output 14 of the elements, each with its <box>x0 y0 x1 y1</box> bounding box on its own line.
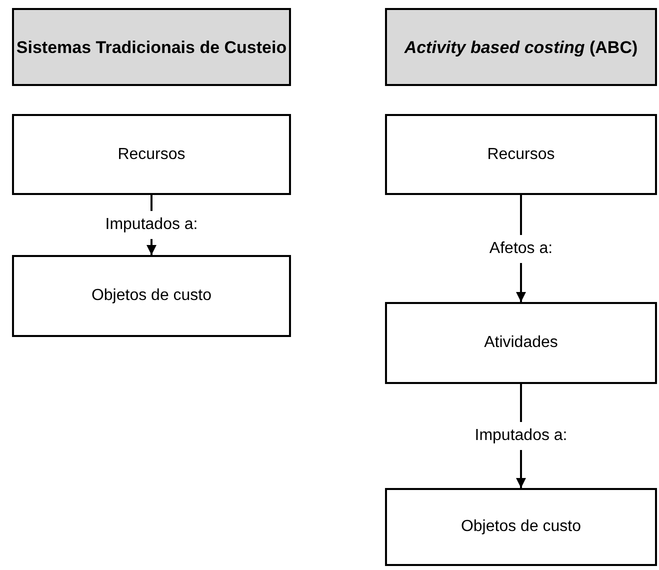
box-text: Atividades <box>484 333 558 353</box>
process-box <box>12 255 291 337</box>
process-box <box>385 114 657 195</box>
box-text: Recursos <box>487 144 555 164</box>
box-text: Objetos de custo <box>460 517 582 537</box>
header-text: Activity based costing (ABC) <box>404 36 638 58</box>
process-box <box>385 302 657 384</box>
header-text: Sistemas Tradicionais de Custeio <box>16 36 287 58</box>
process-box <box>12 114 291 195</box>
box-text: Recursos <box>118 144 186 164</box>
header-box <box>385 8 657 86</box>
header-box <box>12 8 291 86</box>
process-box <box>385 488 657 566</box>
box-text: Objetos de custo <box>91 286 212 306</box>
